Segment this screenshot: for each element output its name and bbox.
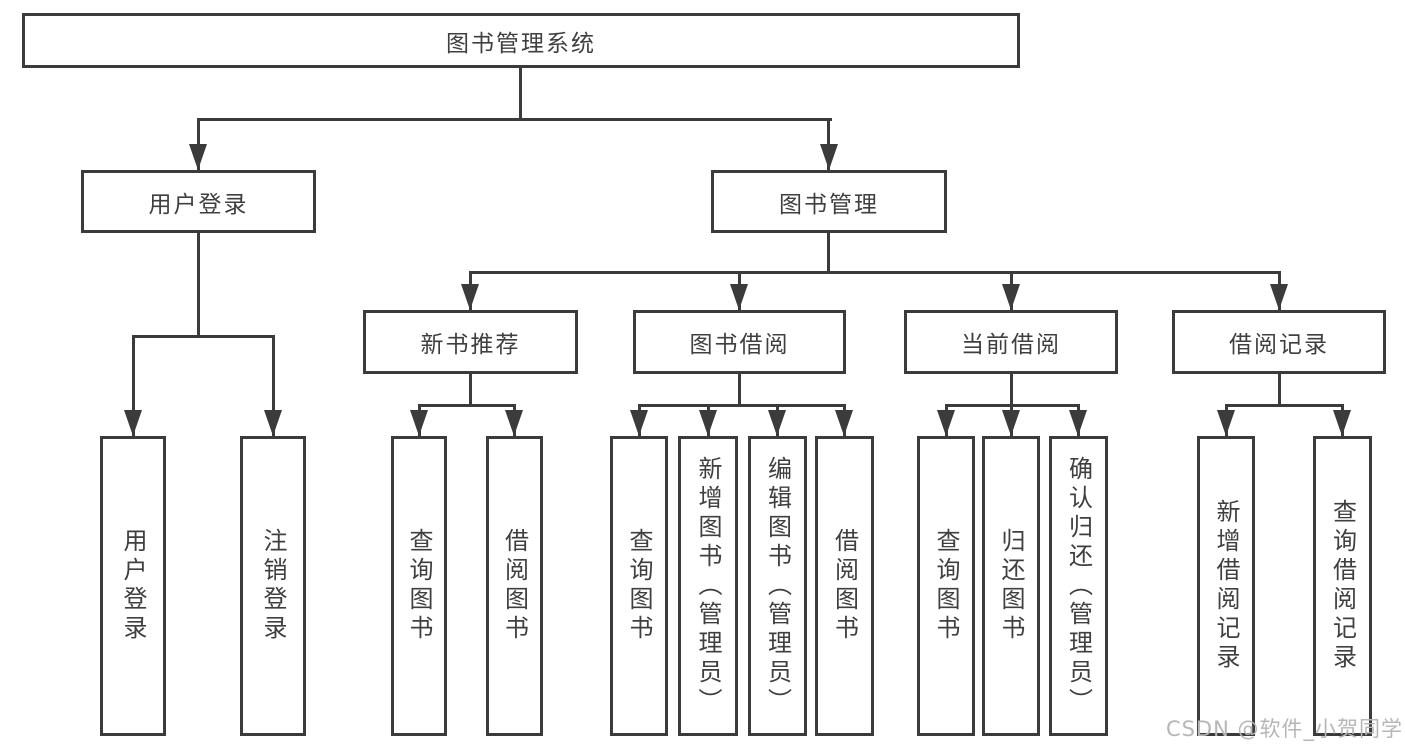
connector-newbook-stem (469, 374, 472, 406)
leaf-borrow-books-1: 借阅图书 (486, 436, 543, 736)
connector-user-login-stem (197, 233, 200, 337)
leaf-return-book: 归还图书 (982, 436, 1040, 736)
connector-borrowrecords-rail (1225, 404, 1343, 407)
node-book-borrow: 图书借阅 (633, 310, 846, 374)
connector-login-rail (132, 335, 275, 338)
arrowhead-newbook-leaf2 (505, 410, 523, 436)
connector-book-mgmt-stem (827, 233, 830, 274)
connector-level3-rail (469, 271, 1281, 274)
arrowhead-bookborrow-leaf3 (768, 410, 786, 436)
leaf-confirm-return-admin: 确认归还（管理员） (1049, 436, 1108, 736)
arrowhead-currentborrow-leaf2 (1002, 410, 1020, 436)
arrowhead-user-login (189, 144, 207, 170)
node-new-book-rec: 新书推荐 (363, 310, 578, 374)
leaf-user-login: 用户登录 (100, 436, 166, 736)
connector-login-leaf1-shaft (132, 335, 135, 436)
connector-bookborrow-stem (738, 374, 741, 406)
connector-level2-rail (197, 118, 832, 121)
leaf-logout: 注销登录 (240, 436, 306, 736)
csdn-watermark: CSDN @软件_小贺同学 (1165, 717, 1403, 741)
connector-currentborrow-stem (1010, 374, 1013, 406)
connector-login-leaf2-shaft (272, 335, 275, 436)
connector-newbook-rail (418, 404, 516, 407)
arrowhead-login-leaf1 (124, 410, 142, 436)
arrowhead-bookborrow-leaf4 (835, 410, 853, 436)
arrowhead-bookborrow-leaf2 (699, 410, 717, 436)
node-current-borrow: 当前借阅 (904, 310, 1118, 374)
arrowhead-bookborrow-leaf1 (630, 410, 648, 436)
arrowhead-newbook-leaf1 (410, 410, 428, 436)
node-root: 图书管理系统 (22, 13, 1020, 68)
leaf-query-books-3: 查询图书 (917, 436, 975, 736)
arrowhead-bookborrow (730, 284, 748, 310)
arrowhead-login-leaf2 (264, 410, 282, 436)
arrowhead-newbook (461, 284, 479, 310)
arrowhead-currentborrow-leaf3 (1069, 410, 1087, 436)
arrowhead-book-mgmt (820, 144, 838, 170)
leaf-query-books-1: 查询图书 (391, 436, 447, 736)
leaf-edit-book-admin: 编辑图书（管理员） (748, 436, 807, 736)
leaf-add-book-admin: 新增图书（管理员） (678, 436, 738, 736)
node-book-mgmt: 图书管理 (711, 170, 947, 233)
arrowhead-currentborrow-leaf1 (937, 410, 955, 436)
leaf-query-borrow-record: 查询借阅记录 (1313, 436, 1372, 736)
connector-root-stem (519, 68, 522, 121)
arrowhead-currentborrow (1002, 284, 1020, 310)
leaf-add-borrow-record: 新增借阅记录 (1197, 436, 1255, 736)
arrowhead-borrowrecords (1270, 284, 1288, 310)
leaf-query-books-2: 查询图书 (610, 436, 668, 736)
node-user-login: 用户登录 (81, 170, 316, 233)
arrowhead-borrowrecords-leaf1 (1217, 410, 1235, 436)
leaf-borrow-books-2: 借阅图书 (815, 436, 874, 736)
connector-bookborrow-rail (638, 404, 846, 407)
node-borrow-records: 借阅记录 (1172, 310, 1386, 374)
connector-borrowrecords-stem (1278, 374, 1281, 406)
arrowhead-borrowrecords-leaf2 (1333, 410, 1351, 436)
